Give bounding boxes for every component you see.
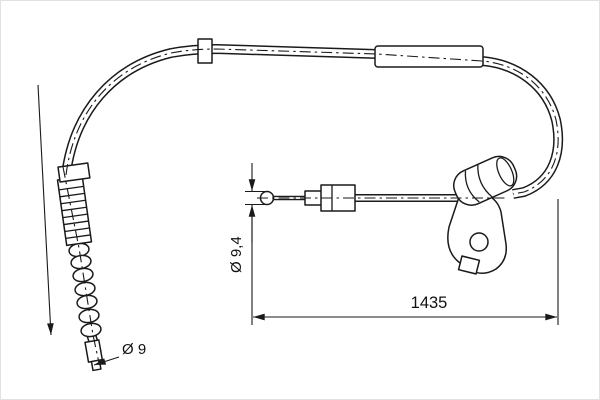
bracket-hole — [469, 232, 489, 252]
adjuster-collar — [57, 162, 91, 183]
dimensions: Ø 9 Ø 9,4 1435 — [93, 163, 559, 366]
housing-ridge — [477, 164, 493, 198]
end-diameter-leader-arrow — [93, 356, 120, 366]
collar-body — [57, 162, 91, 183]
length-label: 1435 — [411, 294, 448, 312]
cable-direction-arrow — [37, 84, 54, 336]
cable-direction-dimension — [37, 84, 54, 336]
ball-diameter-label: Ø 9,4 — [228, 236, 245, 273]
end-diameter-label: Ø 9 — [122, 341, 146, 358]
bellows-ring — [80, 322, 102, 338]
stop-collar — [197, 38, 213, 64]
bellows-ring — [78, 308, 100, 324]
cable-housing — [452, 155, 518, 206]
cable-end-fitting — [84, 339, 104, 372]
bellows-ring — [76, 294, 98, 310]
outer-sleeve — [374, 45, 484, 68]
end-fitting-body — [84, 339, 104, 363]
bracket-tab — [457, 255, 481, 275]
housing-end-ring — [496, 157, 515, 187]
adjuster-section — [56, 175, 93, 247]
bellows-boot — [68, 242, 102, 338]
centerlines — [62, 48, 559, 364]
housing-ridge — [464, 170, 480, 203]
end-fitting-tip — [90, 359, 102, 372]
mounting-bracket — [447, 155, 518, 275]
